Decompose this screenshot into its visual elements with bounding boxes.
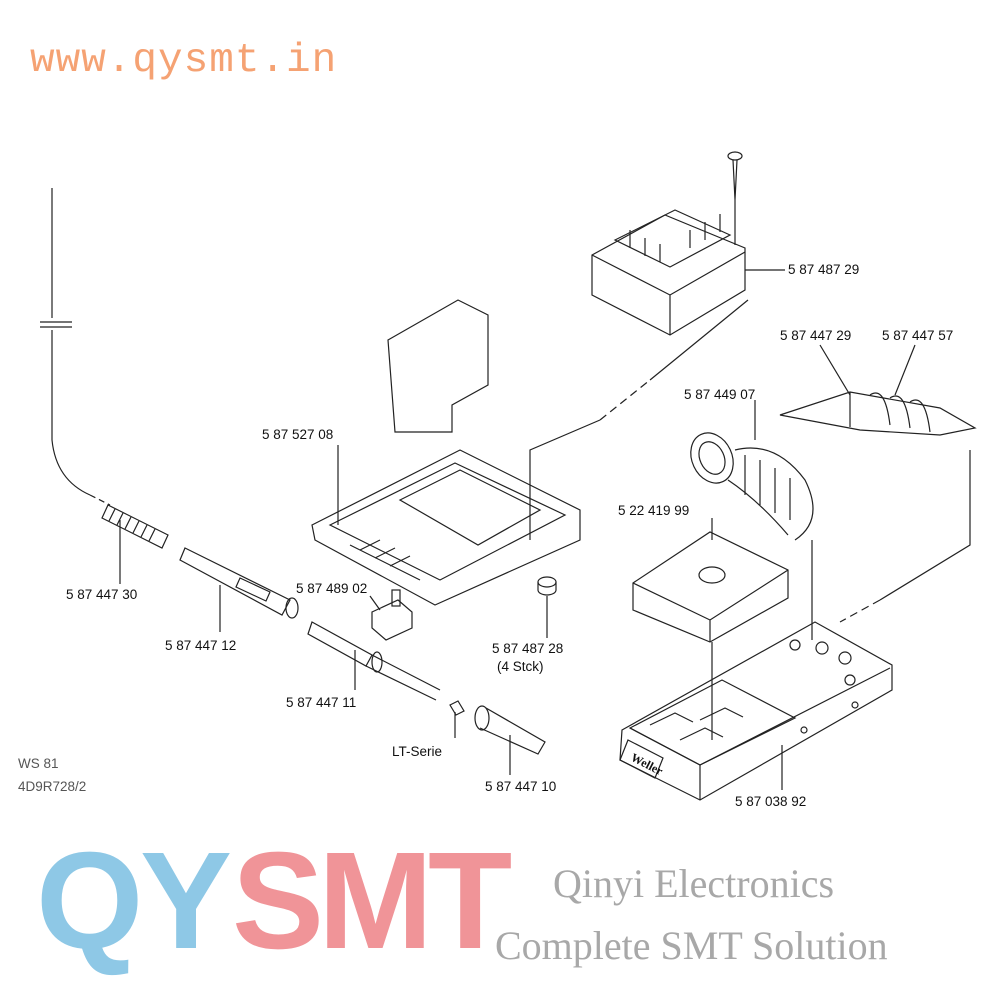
tip-holders-part xyxy=(779,344,977,623)
logo-letter-y: Y xyxy=(140,824,233,978)
part-label-knob: 5 87 489 02 xyxy=(296,581,368,596)
handle-part xyxy=(179,547,299,632)
knob-part xyxy=(369,589,413,641)
model-label: WS 81 xyxy=(18,756,59,771)
screw-part xyxy=(727,151,743,245)
logo-line-company: Qinyi Electronics xyxy=(553,861,835,906)
part-label-foot: 5 87 487 28 xyxy=(492,641,564,656)
part-label-holder-left: 5 87 447 29 xyxy=(780,328,852,343)
cable xyxy=(40,188,111,506)
part-label-base: 5 87 038 92 xyxy=(735,794,807,809)
part-label-handle: 5 87 447 12 xyxy=(165,638,237,653)
drawing-code: 4D9R728/2 xyxy=(18,779,87,794)
part-label-heater: 5 87 447 11 xyxy=(286,695,357,710)
heater-part xyxy=(307,621,441,701)
sponge-part xyxy=(632,518,789,740)
part-label-sponge: 5 22 419 99 xyxy=(618,503,690,518)
part-label-transformer: 5 87 487 29 xyxy=(788,262,860,277)
transformer-part xyxy=(591,209,785,336)
logo-letter-s: S xyxy=(232,824,325,978)
logo-letter-m: M xyxy=(318,824,433,978)
base-part: Weller xyxy=(619,621,893,801)
part-label-tip: LT-Serie xyxy=(392,744,443,759)
part-label-nut-sleeve: 5 87 447 10 xyxy=(485,779,557,794)
part-note-foot-qty: (4 Stck) xyxy=(497,659,544,674)
tip-and-nut-part xyxy=(449,700,546,775)
logo-letter-q: Q xyxy=(36,824,144,978)
part-label-spiral-holder: 5 87 449 07 xyxy=(684,387,756,402)
part-label-housing-cover: 5 87 527 08 xyxy=(262,427,334,442)
logo-line-tagline: Complete SMT Solution xyxy=(495,923,888,968)
part-label-holder-right: 5 87 447 57 xyxy=(882,328,954,343)
watermark-url: www.qysmt.in xyxy=(30,38,338,84)
housing-cover-part xyxy=(311,299,749,606)
foot-part xyxy=(537,576,557,638)
part-label-cable-sleeve: 5 87 447 30 xyxy=(66,587,138,602)
spiral-holder-part xyxy=(690,400,814,640)
cable-sleeve-part xyxy=(101,504,169,584)
logo-letter-t: T xyxy=(428,824,513,978)
